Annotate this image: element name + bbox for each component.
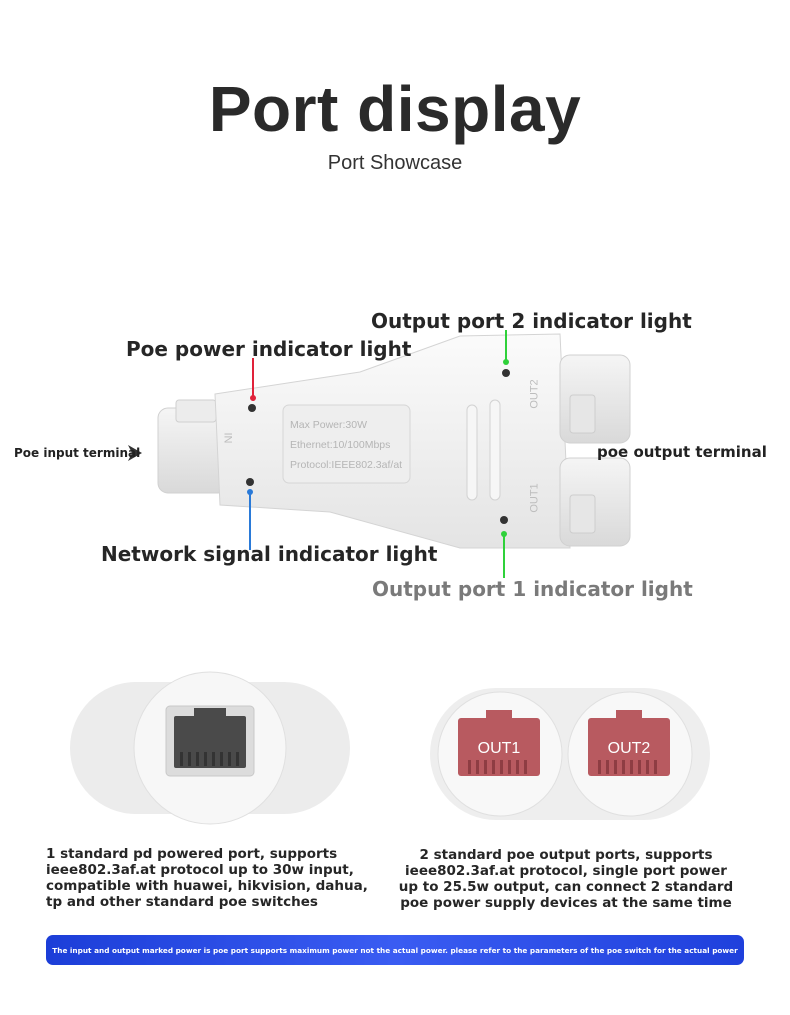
poe-splitter-illustration [128,330,631,578]
chevron-right-icon [128,445,142,461]
output-ports-closeup [430,688,710,820]
out2-port-label: OUT2 [607,740,651,757]
network-signal-led [246,478,254,486]
device-ethernet: Ethernet:10/100Mbps [290,439,391,451]
page-subtitle: Port Showcase [327,152,463,174]
output-port2-indicator-label: Output port 2 indicator light [371,309,692,333]
device-in-label: IN [221,432,234,444]
device-out1-label: OUT1 [528,483,541,513]
poe-input-terminal-label: Poe input terminal [14,446,141,460]
poe-power-indicator-label: Poe power indicator light [126,337,412,361]
input-port-closeup [70,671,350,825]
output-ports-description: 2 standard poe output ports, supports ie… [398,847,734,911]
device-out2-label: OUT2 [528,379,541,409]
output-port1-indicator-label: Output port 1 indicator light [372,577,693,601]
device-max-power: Max Power:30W [290,419,368,431]
poe-power-led [248,404,256,412]
out1-port-label: OUT1 [477,740,521,757]
page-title: Port display [208,73,582,145]
output-port1-led [500,516,508,524]
device-protocol: Protocol:IEEE802.3af/at [290,459,403,471]
device-label-plate: Max Power:30W Ethernet:10/100Mbps Protoc… [290,415,402,475]
input-port-description: 1 standard pd powered port, supports iee… [46,846,368,910]
poe-output-terminal-label: poe output terminal [597,443,767,461]
notice-banner: The input and output marked power is poe… [46,935,744,965]
network-signal-indicator-label: Network signal indicator light [101,542,438,566]
notice-text: The input and output marked power is poe… [52,945,738,955]
output-port2-led [502,369,510,377]
